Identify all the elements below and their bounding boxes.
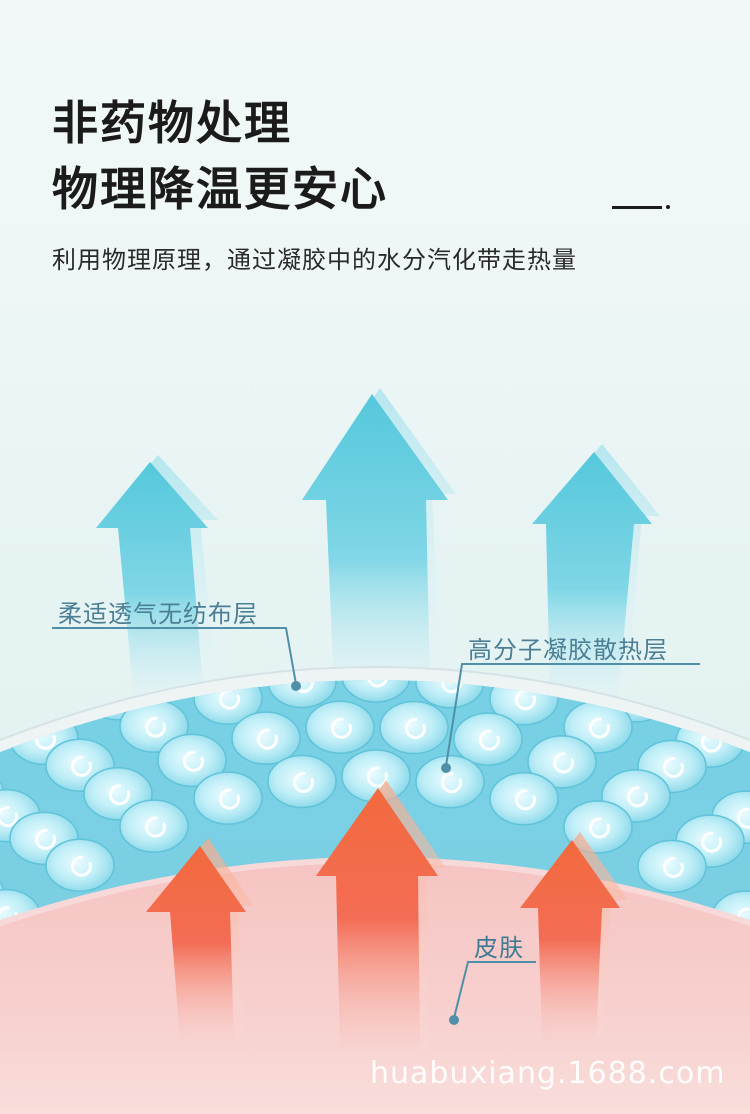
gel-bubble-highlight [441, 680, 462, 694]
gel-bubble [341, 680, 411, 703]
subtitle: 利用物理原理，通过凝胶中的水分汽化带走热量 [52, 246, 577, 274]
cool-arrow-center [302, 388, 456, 690]
gel-bubble-highlight [257, 728, 278, 750]
gel-bubble-highlight [219, 788, 240, 810]
gel-bubble [527, 735, 597, 789]
gel-bubble [119, 799, 189, 853]
gel-bubble-highlight [663, 856, 684, 878]
decor-dash [612, 206, 662, 209]
headline-line-2: 物理降温更安心 [52, 162, 388, 216]
gel-bubble-highlight [145, 716, 166, 738]
gel-bubble [415, 755, 485, 809]
decor-dot [666, 205, 670, 209]
gel-bubble-highlight [701, 831, 722, 853]
gel-bubble-highlight [259, 630, 277, 648]
warm-arrow-left [146, 838, 254, 1040]
gel-bubble [305, 700, 375, 755]
label-nonwoven-layer: 柔适透气无纺布层 [58, 600, 258, 628]
callout-nonwoven [52, 627, 301, 691]
gel-bubble-highlight [737, 807, 750, 829]
gel-bubble [489, 772, 559, 826]
gel-bubble-highlight [293, 771, 314, 793]
callout-skin [449, 961, 536, 1025]
gel-bubble [267, 754, 337, 809]
gel-bubble [637, 839, 707, 894]
gel-bubble-highlight [0, 806, 18, 828]
gel-bubble-highlight [71, 855, 92, 877]
gel-bubble-highlight [441, 772, 462, 794]
headline-line-1: 非药物处理 [52, 96, 292, 150]
gel-bubble-highlight [479, 729, 500, 751]
label-skin: 皮肤 [474, 934, 524, 962]
gel-bubble-highlight [71, 755, 92, 777]
gel-bubble [379, 700, 449, 755]
gel-bubble-highlight [35, 828, 56, 850]
gel-bubble-highlight [183, 750, 204, 772]
gel-bubble-highlight [589, 717, 610, 739]
gel-bubble-highlight [515, 789, 536, 811]
gel-bubble-highlight [219, 688, 240, 710]
gel-bubble-highlight [109, 784, 130, 806]
gel-bubble-highlight [553, 752, 574, 774]
watermark: huabuxiang.1688.com [370, 1056, 726, 1091]
gel-bubble-highlight [367, 766, 388, 788]
warm-arrow-right [520, 832, 628, 1040]
gel-bubble-highlight [627, 786, 648, 808]
cool-arrow-left [96, 455, 218, 700]
gel-bubble-highlight [515, 689, 536, 711]
gel-bubble-highlight [145, 816, 166, 838]
gel-bubble [453, 712, 523, 766]
gel-bubble [45, 838, 115, 892]
warm-arrow-center [316, 780, 446, 1050]
gel-bubble-highlight [405, 718, 426, 740]
gel-bubble-highlight [331, 717, 352, 739]
gel-bubble [193, 771, 263, 825]
gel-bubble [231, 711, 301, 765]
callout-gel [441, 663, 700, 773]
gel-bubble-highlight [589, 817, 610, 839]
gel-bubble-highlight [663, 756, 684, 778]
gel-bubble-highlight [367, 680, 388, 688]
gel-bubble [157, 733, 227, 788]
cool-arrow-right [532, 444, 660, 700]
label-gel-layer: 高分子凝胶散热层 [468, 636, 668, 664]
